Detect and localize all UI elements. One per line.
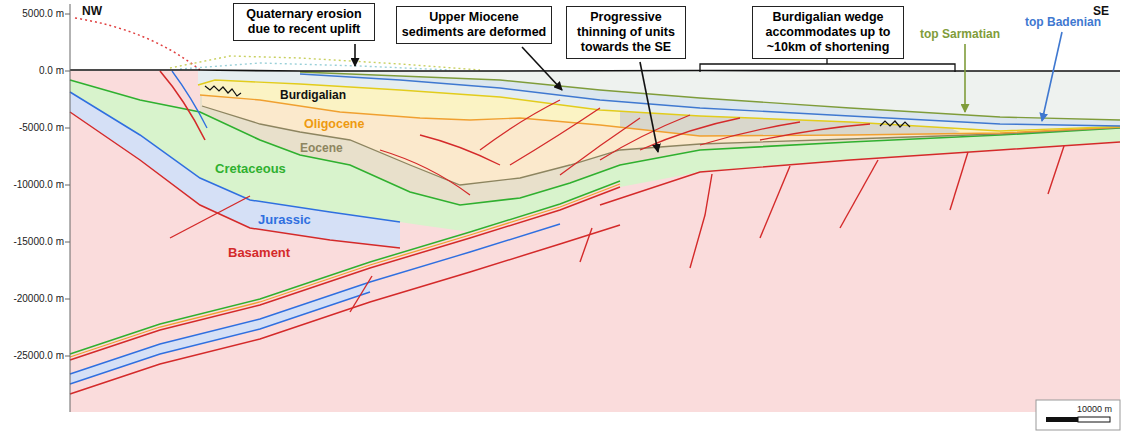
- axis-label: -5000.0 m: [19, 122, 64, 134]
- thrust-front-zigzag: [880, 121, 910, 127]
- unit-label: Eocene: [300, 142, 343, 155]
- callout-arrow: [522, 47, 562, 90]
- thrust-fault: [600, 115, 690, 160]
- depth-axis: [70, 4, 71, 412]
- unit-label: Basament: [228, 245, 290, 260]
- pannonian-fill: [300, 71, 1120, 120]
- normal-fault: [760, 166, 790, 238]
- badenian-fill: [198, 71, 1120, 131]
- thrust-fault: [560, 118, 640, 175]
- callout-arrow: [354, 44, 356, 66]
- thrust-sheet-line: [172, 71, 207, 128]
- callout-text: Quaternary erosion due to recent uplift: [238, 7, 370, 37]
- slab-paleogene-line: [70, 184, 620, 357]
- axis-label: -15000.0 m: [13, 236, 64, 248]
- eocene-fill: [200, 71, 1120, 205]
- callout-box: Burdigalian wedge accommodates up to ~10…: [752, 6, 904, 59]
- axis-label: 5000.0 m: [22, 8, 64, 20]
- axis-label: 0.0 m: [39, 65, 64, 77]
- thrust-fault: [420, 135, 500, 165]
- normal-fault: [1048, 146, 1064, 194]
- topographic-surface: [70, 70, 1120, 71]
- unit-label: Oligocene: [304, 117, 364, 131]
- axis-tick: [65, 242, 70, 243]
- basement-top-line: [70, 112, 400, 248]
- normal-fault: [170, 196, 250, 238]
- eroded-profile: [75, 18, 200, 70]
- slab-cretaceous-line: [70, 181, 620, 354]
- scale-bar: [1046, 417, 1078, 422]
- unit-label: Cretaceous: [215, 161, 286, 176]
- normal-fault: [950, 152, 968, 210]
- thrust-fault: [700, 122, 800, 145]
- slab-jurassic-line: [70, 292, 370, 384]
- badenian-top-line: [300, 74, 1120, 126]
- slab-thrust-line: [70, 187, 620, 360]
- callout-box: Progressive thinning of units towards th…: [566, 6, 686, 59]
- eocene-top-line: [202, 106, 1120, 185]
- bracket: [700, 64, 955, 72]
- foreland-basement-line: [600, 142, 1120, 205]
- bracket-tick: [826, 59, 827, 64]
- normal-fault: [840, 160, 878, 228]
- callout-text: Burdigalian wedge accommodates up to ~10…: [757, 10, 899, 55]
- scale-bar: [1078, 417, 1110, 422]
- thrust-front-zigzag: [205, 86, 241, 96]
- axis-tick: [65, 14, 70, 15]
- normal-fault: [350, 276, 372, 312]
- callout-text: Upper Miocene sediments are deformed: [401, 10, 547, 40]
- axis-label: -20000.0 m: [13, 293, 64, 305]
- sarmatian-top-line: [300, 72, 1120, 120]
- horizon-arrow: [1042, 32, 1062, 121]
- thrust-fault: [380, 150, 470, 195]
- normal-fault: [580, 228, 592, 262]
- scale-label: 10000 m: [1077, 404, 1112, 415]
- callout-arrow: [640, 62, 658, 152]
- eroded-horizon: [170, 56, 480, 70]
- thrust-fault: [160, 71, 205, 140]
- horizon-label: top Sarmatian: [920, 27, 1000, 41]
- axis-tick: [65, 356, 70, 357]
- scale-box: [1036, 400, 1120, 430]
- callout-box: Quaternary erosion due to recent uplift: [233, 3, 375, 41]
- axis-label: -25000.0 m: [13, 350, 64, 362]
- axis-tick: [65, 71, 70, 72]
- basement-fill: [70, 71, 1120, 412]
- axis-tick: [65, 185, 70, 186]
- thrust-fault: [760, 124, 870, 140]
- axis-tick: [65, 128, 70, 129]
- slab-basement-line: [70, 225, 620, 394]
- axis-label: -10000.0 m: [13, 179, 64, 191]
- callout-text: Progressive thinning of units towards th…: [571, 10, 681, 55]
- horizon-label: top Badenian: [1025, 15, 1101, 29]
- horizon-arrow: [964, 44, 966, 112]
- normal-fault: [690, 174, 712, 268]
- unit-label: Jurassic: [258, 212, 311, 227]
- axis-tick: [65, 299, 70, 300]
- callout-box: Upper Miocene sediments are deformed: [396, 6, 552, 44]
- slab-jurassic-line: [70, 224, 560, 374]
- unit-label: Burdigalian: [280, 88, 346, 102]
- direction-label: NW: [82, 4, 102, 18]
- jurassic-top-line: [70, 92, 400, 222]
- thrust-fault: [510, 108, 600, 165]
- thrust-fault: [480, 100, 560, 150]
- eroded-horizon: [180, 63, 450, 70]
